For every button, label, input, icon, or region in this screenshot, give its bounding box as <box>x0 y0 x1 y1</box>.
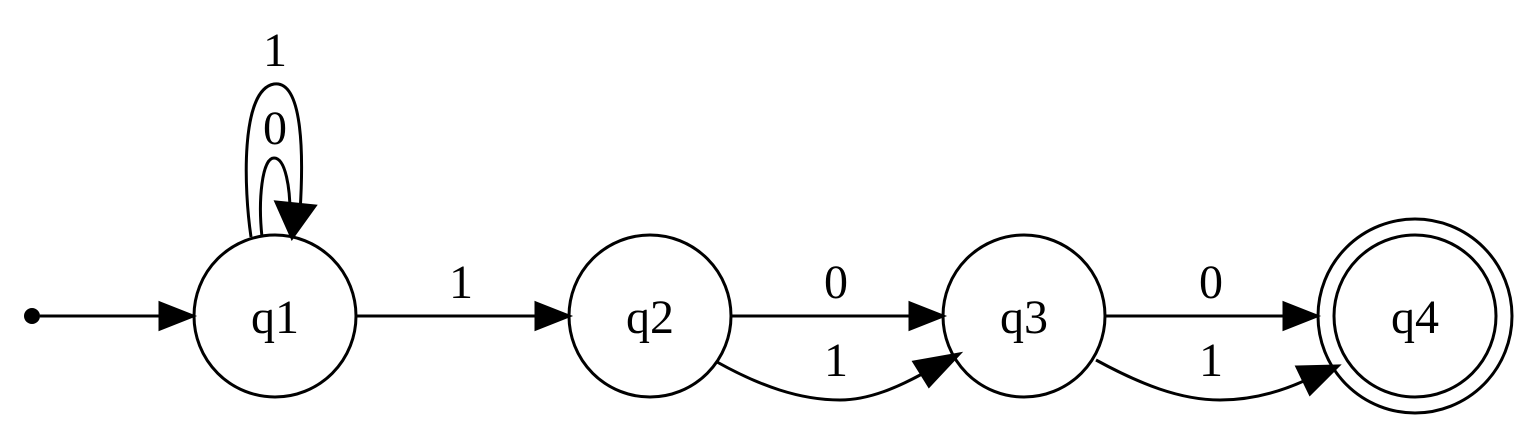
state-q4: q4 <box>1316 217 1514 415</box>
transition-q3-q4-0-arrowhead <box>1282 300 1322 332</box>
transition-q1-q2-arrowhead <box>534 300 574 332</box>
state-q2: q2 <box>567 233 733 399</box>
transition-q3-q4-1 <box>1095 358 1307 402</box>
transition-q3-q4-1-arrowhead <box>1294 364 1342 397</box>
state-q2-circle <box>567 233 733 399</box>
state-q2-label: q2 <box>626 291 674 344</box>
transition-label-q1-q1-1: 1 <box>263 24 287 77</box>
transition-label-q1-q1-0: 0 <box>263 102 287 155</box>
transition-label-q1-q2: 1 <box>449 256 473 309</box>
transition-q2-q3-1-arrowhead <box>911 351 964 389</box>
initial-arrowhead <box>158 300 198 332</box>
state-q1-label: q1 <box>251 291 299 344</box>
transition-label-q3-q4-1: 1 <box>1199 334 1223 387</box>
state-q3: q3 <box>941 233 1107 399</box>
transition-label-q2-q3-0: 0 <box>824 256 848 309</box>
state-q1-circle <box>192 233 358 399</box>
self-loop-q1-outer <box>244 82 304 238</box>
state-q4-inner-circle <box>1332 233 1498 399</box>
self-loop-q1-arrowhead <box>273 200 318 241</box>
state-q4-outer-circle <box>1316 217 1514 415</box>
transition-label-q2-q3-1: 1 <box>824 334 848 387</box>
state-q1: q1 <box>192 233 358 399</box>
state-q4-label: q4 <box>1391 291 1439 344</box>
transition-label-q3-q4-0: 0 <box>1199 256 1223 309</box>
state-q3-label: q3 <box>1000 291 1048 344</box>
state-q3-circle <box>941 233 1107 399</box>
transition-q2-q3-0-arrowhead <box>908 300 948 332</box>
self-loop-q1-inner <box>259 156 292 238</box>
initial-state-dot <box>24 308 40 324</box>
transition-q2-q3-1 <box>716 360 923 402</box>
